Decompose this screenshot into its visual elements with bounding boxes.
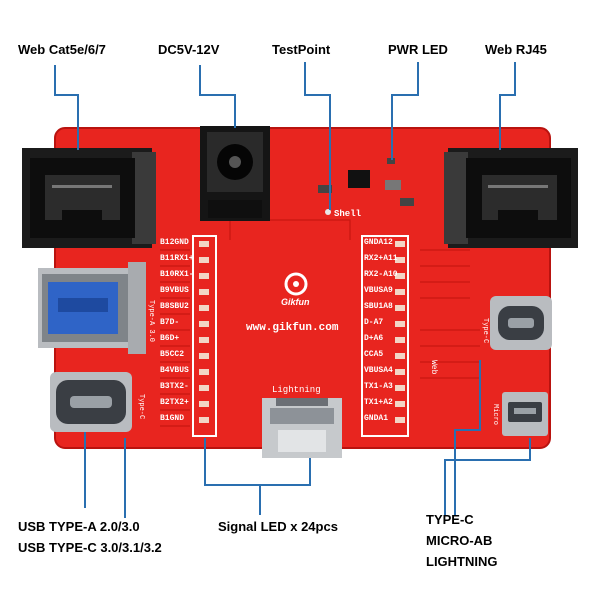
left-pin-labels: B12GND B11RX1+ B10RX1- B9VBUS B8SBU2 B7D… bbox=[160, 238, 194, 423]
signal-led bbox=[395, 385, 405, 391]
pin-label: GNDA12 bbox=[364, 238, 393, 247]
signal-led bbox=[199, 305, 209, 311]
pin-label: B8SBU2 bbox=[160, 302, 189, 311]
signal-led bbox=[395, 241, 405, 247]
signal-led bbox=[395, 353, 405, 359]
signal-led bbox=[199, 257, 209, 263]
callout-testpoint: TestPoint bbox=[272, 42, 331, 57]
signal-led bbox=[199, 401, 209, 407]
signal-led bbox=[395, 401, 405, 407]
pin-label: B10RX1- bbox=[160, 270, 194, 279]
signal-led bbox=[199, 273, 209, 279]
signal-led bbox=[395, 321, 405, 327]
callout-web-cat: Web Cat5e/6/7 bbox=[18, 42, 106, 57]
signal-led bbox=[199, 321, 209, 327]
signal-led bbox=[199, 417, 209, 423]
rj45-jack-right bbox=[444, 148, 578, 248]
shell-silk: Shell bbox=[334, 209, 362, 219]
signal-led-column-left bbox=[192, 235, 217, 437]
callout-signal-led: Signal LED x 24pcs bbox=[218, 519, 338, 534]
signal-led bbox=[395, 289, 405, 295]
web-silk: Web bbox=[429, 360, 438, 375]
pin-label: B11RX1+ bbox=[160, 254, 194, 263]
callout-web-rj45: Web RJ45 bbox=[485, 42, 547, 57]
pin-label: B7D- bbox=[160, 318, 179, 327]
callout-usb-typec: USB TYPE-C 3.0/3.1/3.2 bbox=[18, 540, 162, 555]
signal-led bbox=[199, 385, 209, 391]
rj45-jack-left bbox=[22, 148, 156, 248]
pin-label: RX2-A10 bbox=[364, 270, 398, 279]
testpoint-area bbox=[318, 158, 414, 215]
pin-label: D-A7 bbox=[364, 318, 383, 327]
pin-label: SBU1A8 bbox=[364, 302, 393, 311]
pin-label: B9VBUS bbox=[160, 286, 189, 295]
callout-lightning: LIGHTNING bbox=[426, 554, 498, 569]
right-pin-labels: GNDA12 RX2+A11 RX2-A10 VBUSA9 SBU1A8 D-A… bbox=[364, 238, 398, 423]
signal-led bbox=[395, 369, 405, 375]
signal-led bbox=[199, 289, 209, 295]
pin-label: GNDA1 bbox=[364, 414, 388, 423]
pin-label: B1GND bbox=[160, 414, 184, 423]
pin-label: VBUSA9 bbox=[364, 286, 393, 295]
brand-text: Gikfun bbox=[281, 297, 310, 307]
type-c-right-silk: Type-C bbox=[481, 318, 489, 343]
gikfun-logo: Gikfun bbox=[281, 272, 310, 307]
signal-led bbox=[395, 273, 405, 279]
pin-label: D+A6 bbox=[364, 334, 383, 343]
callout-typec-right: TYPE-C bbox=[426, 512, 474, 527]
lightning-silk: Lightning bbox=[272, 385, 321, 395]
callout-pwr-led: PWR LED bbox=[388, 42, 448, 57]
pin-label: B2TX2+ bbox=[160, 398, 189, 407]
signal-led bbox=[395, 257, 405, 263]
signal-led bbox=[395, 417, 405, 423]
pin-label: TX1-A3 bbox=[364, 382, 393, 391]
signal-led bbox=[199, 337, 209, 343]
signal-led bbox=[395, 337, 405, 343]
signal-led-dots bbox=[199, 241, 405, 423]
callout-microab: MICRO-AB bbox=[426, 533, 493, 548]
usb-type-c-left-port bbox=[50, 372, 132, 432]
pin-label: TX1+A2 bbox=[364, 398, 393, 407]
type-a-silk: Type-A 3.0 bbox=[147, 300, 155, 342]
callout-dc-power: DC5V-12V bbox=[158, 42, 220, 57]
pin-label: B6D+ bbox=[160, 334, 179, 343]
pin-label: RX2+A11 bbox=[364, 254, 398, 263]
pin-label: B5CC2 bbox=[160, 350, 184, 359]
pin-label: B3TX2- bbox=[160, 382, 189, 391]
pin-label: B12GND bbox=[160, 238, 189, 247]
micro-silk: Micro bbox=[491, 404, 499, 425]
pcb-board bbox=[54, 127, 551, 449]
dc-barrel-jack bbox=[200, 126, 270, 221]
callout-usb-typea: USB TYPE-A 2.0/3.0 bbox=[18, 519, 140, 534]
micro-ab-port bbox=[502, 392, 548, 436]
pin-label: B4VBUS bbox=[160, 366, 189, 375]
usb-type-a-port bbox=[38, 262, 146, 354]
pin-label: VBUSA4 bbox=[364, 366, 393, 375]
signal-led bbox=[199, 369, 209, 375]
usb-type-c-right-port bbox=[490, 296, 552, 350]
pin-label: CCA5 bbox=[364, 350, 383, 359]
board-url: www.gikfun.com bbox=[246, 322, 339, 334]
signal-led bbox=[395, 305, 405, 311]
signal-led-column-right bbox=[361, 235, 409, 437]
signal-led bbox=[199, 241, 209, 247]
type-c-left-silk: Type-C bbox=[137, 394, 145, 419]
signal-led bbox=[199, 353, 209, 359]
lightning-port bbox=[262, 398, 342, 458]
callout-lines bbox=[54, 62, 531, 518]
